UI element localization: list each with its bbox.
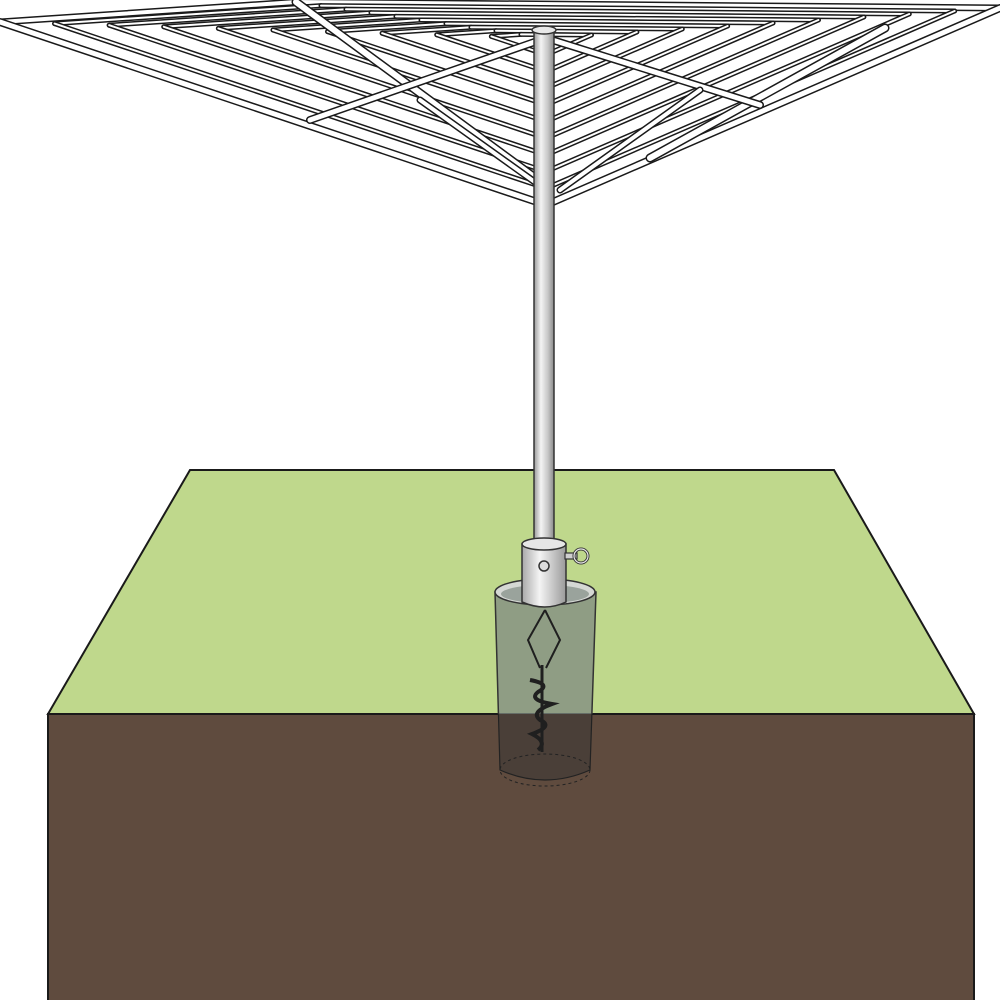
frame-edge-top-right-core [294,0,1000,10]
pole-collar [521,537,567,608]
washing-line-5-b-core [420,19,774,24]
washing-line-3-b-core [370,11,865,18]
washing-line-6-c-core [326,30,547,106]
washing-line-8-b-core [495,29,638,33]
washing-line-8-a-core [435,29,497,36]
center-pole [533,27,555,549]
washing-line-1-c-core [53,22,547,190]
auger-spike [526,609,562,752]
frame-edge-hub-right-core [543,5,1000,208]
washing-line-1-a-core [53,4,322,25]
washing-line-4-c-core [217,27,547,140]
washing-line-7-c-core [381,32,547,90]
washing-line-3-a-core [162,11,372,28]
frame-strut-right-core [558,88,702,192]
locking-eye-bolt [564,547,590,565]
washing-line-1-b-core [320,4,956,12]
frame-edge-left-top-core [0,0,298,24]
washing-line-7-b-core [470,26,684,30]
frame-arm-top-core [293,0,541,183]
washing-line-2-c-core [108,24,547,173]
frame-edge-left-hub-core [0,19,549,208]
ground-socket-tube [494,578,597,787]
frame-arm-right-core [647,25,888,161]
washing-line-4-b-core [395,15,820,21]
frame-arm-back-core [543,35,763,108]
washing-line-7-a-core [381,26,472,35]
rotary-frame [0,0,1000,209]
washing-line-2-b-core [345,8,911,15]
washing-line-4-a-core [217,15,397,30]
washing-line-6-b-core [445,22,729,27]
washing-line-5-c-core [272,29,547,123]
frame-arm-left-core [307,35,549,123]
washing-line-9-b-core [520,33,593,36]
frame-strut-left-core [418,98,548,192]
pole-hub-cap [531,25,557,35]
washing-line-6-a-core [326,22,447,33]
washing-line-5-a-core [272,19,422,31]
